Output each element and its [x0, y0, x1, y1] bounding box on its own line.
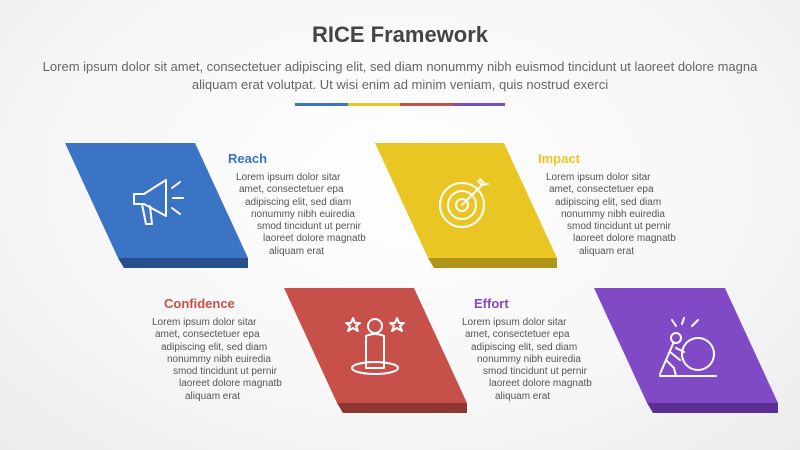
text-line: adipiscing elit, sed diam [471, 341, 578, 353]
text-line: adipiscing elit, sed diam [161, 341, 268, 353]
text-line: aliquam erat [185, 390, 241, 402]
target-icon [439, 178, 489, 228]
divider-segment-1 [295, 103, 348, 106]
impact-title: Impact [538, 151, 580, 166]
text-line: smod tincidunt ut pernir [567, 221, 671, 233]
text-line: laoreet dolore magnatb [573, 233, 676, 245]
text-line: amet, consectetuer epa [155, 329, 260, 341]
text-line: Lorem ipsum dolor sitar [152, 317, 257, 328]
effort-block [594, 288, 778, 413]
confidence-title: Confidence [164, 296, 235, 311]
text-line: Lorem ipsum dolor sitar [462, 317, 567, 328]
page-subtitle: Lorem ipsum dolor sit amet, consectetuer… [42, 59, 758, 92]
text-line: aliquam erat [579, 245, 635, 257]
impact-block [375, 143, 557, 268]
impact-description: Lorem ipsum dolor sitar amet, consectetu… [546, 172, 706, 258]
text-line: adipiscing elit, sed diam [245, 196, 352, 208]
text-line: nonummy nibh euiredia [251, 208, 355, 220]
reach-title: Reach [228, 151, 268, 166]
reach-description: Lorem ipsum dolor sitar amet, consectetu… [236, 172, 396, 258]
effort-description: Lorem ipsum dolor sitar amet, consectetu… [462, 317, 622, 403]
pushing-boulder-icon [659, 317, 717, 377]
person-stars-icon [345, 317, 405, 375]
text-line: amet, consectetuer epa [239, 184, 344, 196]
confidence-block [284, 288, 467, 413]
text-line: Lorem ipsum dolor sitar [546, 172, 651, 183]
page-title: RICE Framework [311, 22, 489, 47]
text-line: aliquam erat [495, 390, 551, 402]
text-line: laoreet dolore magnatb [263, 233, 366, 245]
divider-segment-4 [452, 103, 505, 106]
text-line: Lorem ipsum dolor sitar [236, 172, 341, 183]
text-line: nonummy nibh euiredia [167, 353, 271, 365]
text-line: amet, consectetuer epa [549, 184, 654, 196]
text-line: adipiscing elit, sed diam [555, 196, 662, 208]
megaphone-icon [133, 179, 184, 225]
text-line: nonummy nibh euiredia [561, 208, 665, 220]
color-divider [295, 103, 505, 106]
confidence-description: Lorem ipsum dolor sitar amet, consectetu… [152, 317, 312, 403]
divider-segment-3 [400, 103, 453, 106]
divider-segment-2 [347, 103, 400, 106]
text-line: laoreet dolore magnatb [179, 378, 282, 390]
text-line: nonummy nibh euiredia [477, 353, 581, 365]
text-line: aliquam erat [269, 245, 325, 257]
text-line: laoreet dolore magnatb [489, 378, 592, 390]
text-line: amet, consectetuer epa [465, 329, 570, 341]
text-line: smod tincidunt ut pernir [483, 366, 587, 378]
text-line: smod tincidunt ut pernir [257, 221, 361, 233]
effort-title: Effort [474, 296, 509, 311]
text-line: smod tincidunt ut pernir [173, 366, 277, 378]
reach-block [65, 143, 248, 268]
